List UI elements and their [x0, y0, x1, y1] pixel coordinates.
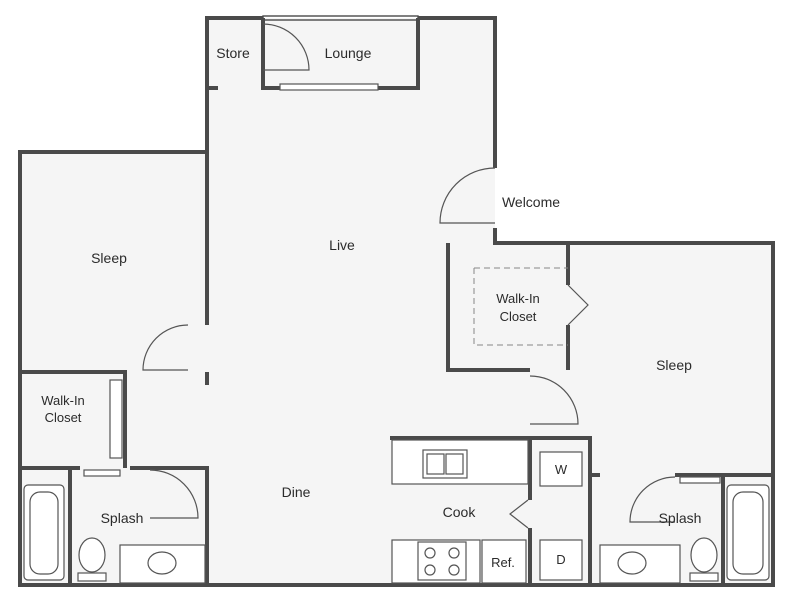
laundry-bifold-door	[509, 499, 529, 529]
refrigerator-label: Ref.	[491, 555, 515, 570]
dryer-label: D	[556, 552, 565, 567]
lounge-walls	[207, 18, 420, 91]
left-bath	[23, 468, 206, 585]
refrigerator	[481, 539, 527, 584]
left-toilet-bowl	[78, 537, 106, 573]
left-closet-shelf	[109, 379, 123, 459]
room-label-splash-right: Splash	[659, 510, 702, 526]
right-bedroom-door-swing	[529, 375, 579, 425]
room-label-sleep-right: Sleep	[656, 357, 692, 373]
range	[417, 541, 467, 581]
left-bath-shelf	[83, 469, 121, 477]
washer-label: W	[555, 462, 568, 477]
right-closet-bifold	[567, 284, 589, 326]
washer	[539, 451, 583, 487]
dryer	[539, 539, 583, 581]
right-bath-door-swing	[629, 476, 676, 523]
kitchen-laundry	[390, 436, 592, 585]
right-toilet-bowl	[690, 537, 718, 573]
left-toilet-tank	[77, 572, 107, 582]
room-label-lounge: Lounge	[325, 45, 372, 61]
room-label-cook: Cook	[443, 504, 477, 520]
right-toilet-tank	[689, 572, 719, 582]
left-bath-door-swing	[149, 469, 199, 519]
room-label-live: Live	[329, 237, 355, 253]
right-closet-shelf	[473, 267, 568, 346]
left-bedroom-door-swing	[142, 324, 189, 371]
room-label-walkin-right-2: Closet	[500, 309, 537, 324]
room-label-walkin-right-1: Walk-In	[496, 291, 540, 306]
room-label-dine: Dine	[282, 484, 311, 500]
right-closet-walls	[446, 243, 589, 425]
left-bedroom-walls	[20, 152, 209, 585]
right-bath	[590, 473, 773, 585]
room-label-splash-left: Splash	[101, 510, 144, 526]
room-label-walkin-left-1: Walk-In	[41, 393, 85, 408]
room-label-welcome: Welcome	[502, 194, 560, 210]
store-door-swing	[262, 23, 310, 71]
lounge-sliding-door	[279, 83, 379, 91]
left-sink	[147, 551, 177, 575]
entry-door-swing	[439, 167, 496, 224]
right-bath-shelf	[679, 476, 721, 484]
room-label-store: Store	[216, 45, 250, 61]
room-label-walkin-left-2: Closet	[45, 410, 82, 425]
room-label-sleep-left: Sleep	[91, 250, 127, 266]
floor-area	[20, 18, 773, 585]
right-sink	[617, 551, 647, 575]
